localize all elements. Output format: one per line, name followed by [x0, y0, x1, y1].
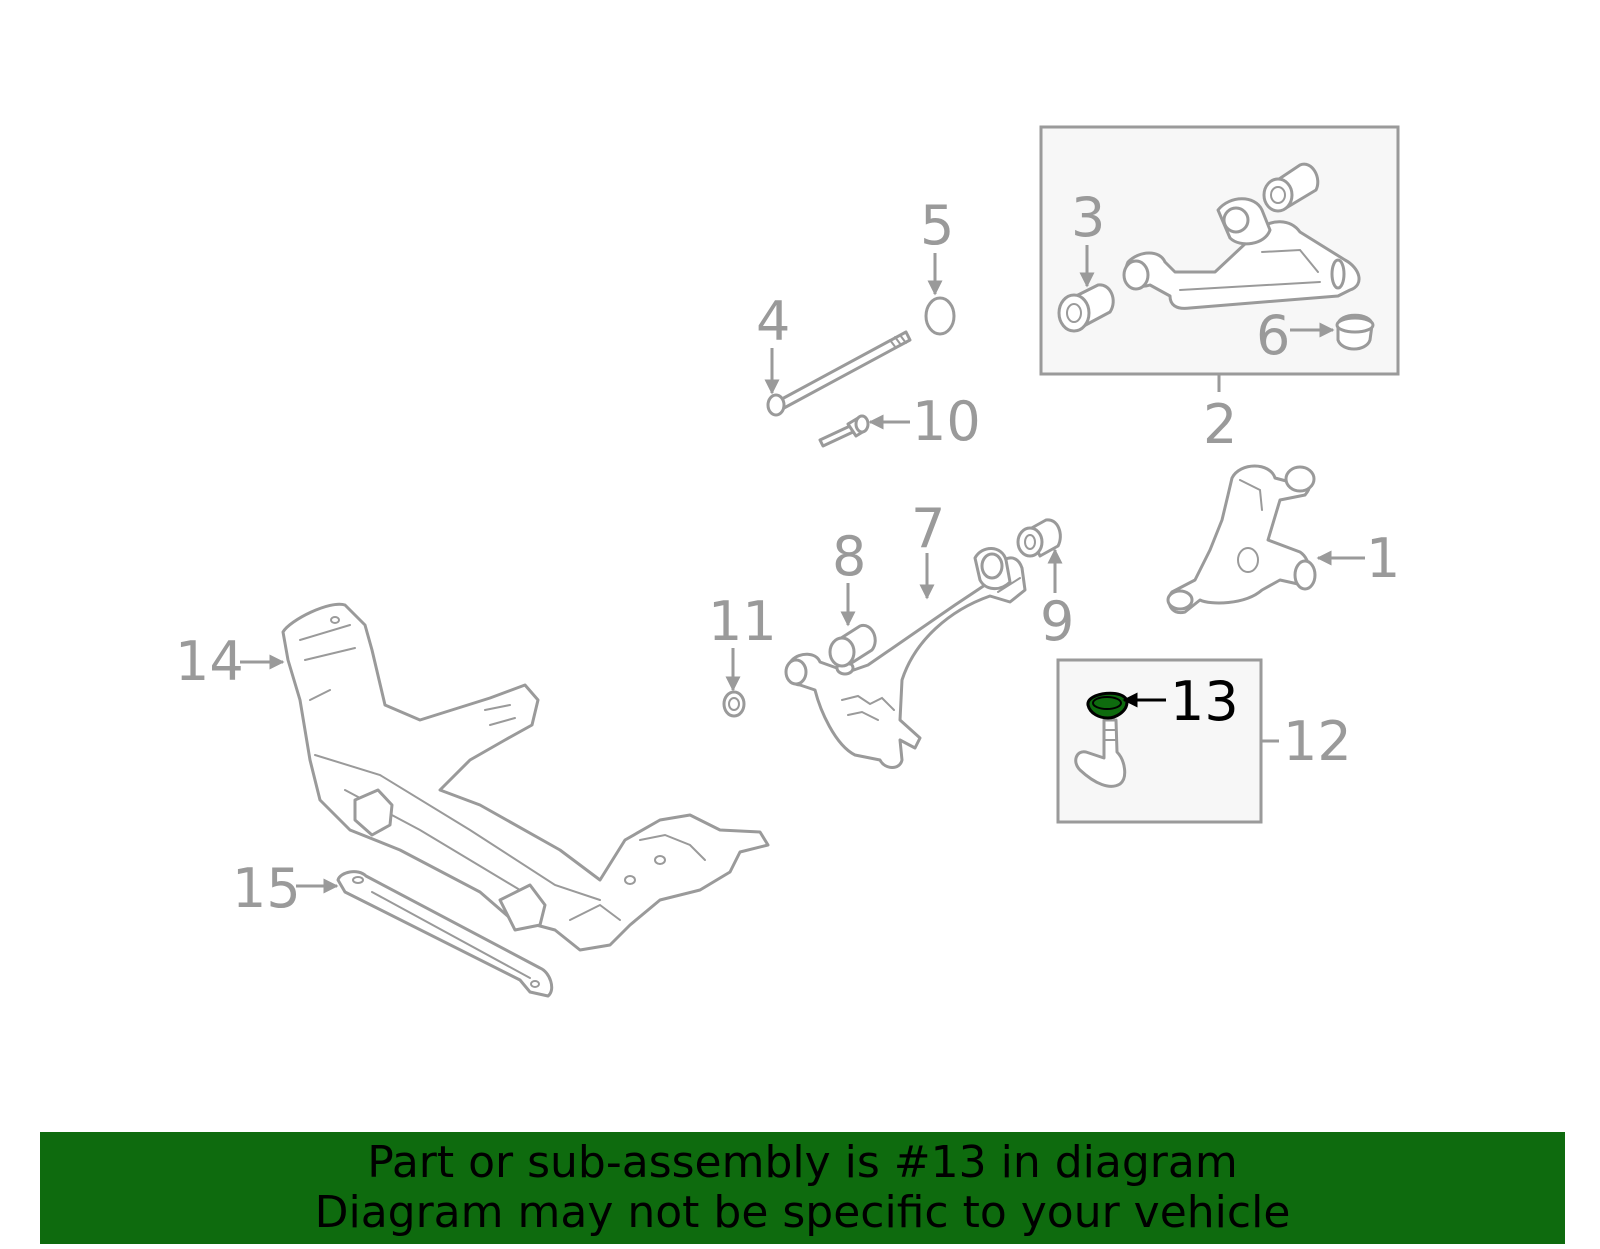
callout-4: 4	[756, 290, 790, 353]
steering-knuckle-1	[1166, 464, 1317, 615]
nut-11	[722, 690, 746, 718]
callout-8: 8	[832, 525, 866, 588]
crossmember-14	[281, 602, 770, 952]
callout-5: 5	[920, 194, 954, 257]
callout-7: 7	[911, 497, 945, 560]
banner-line-disclaimer: Diagram may not be specific to your vehi…	[314, 1187, 1291, 1238]
washer-5	[924, 296, 956, 336]
banner-line-part-number: Part or sub-assembly is #13 in diagram	[367, 1137, 1238, 1188]
bushing-9	[1016, 518, 1062, 558]
bolt-4	[766, 330, 912, 417]
callout-6: 6	[1256, 304, 1290, 367]
lower-control-arm-7	[784, 547, 1027, 769]
callout-15: 15	[232, 857, 301, 920]
upper-control-arm	[1122, 197, 1361, 310]
bushing-3	[1057, 283, 1115, 333]
callout-14: 14	[175, 630, 244, 693]
info-banner: Part or sub-assembly is #13 in diagram D…	[40, 1132, 1565, 1244]
callout-12: 12	[1283, 710, 1352, 773]
highlighted-part-13	[1086, 691, 1129, 720]
bushing-8	[828, 623, 877, 668]
ball-joint-stud	[1074, 718, 1127, 788]
brace-15	[336, 870, 554, 998]
parts-diagram: 1 2 3 4 5 6 7 8 9 10 11 12 13 14 15	[175, 125, 1400, 998]
callout-2: 2	[1203, 393, 1237, 456]
ball-joint-assembly-box	[1056, 658, 1263, 824]
bolt-10	[818, 414, 870, 448]
upper-arm-rear-bushing	[1262, 162, 1320, 213]
ball-joint-6	[1335, 313, 1375, 351]
callout-10: 10	[912, 390, 981, 453]
callout-9: 9	[1040, 590, 1074, 653]
callout-3: 3	[1071, 186, 1105, 249]
callout-1: 1	[1366, 527, 1400, 590]
callout-13: 13	[1170, 670, 1239, 733]
callout-11: 11	[708, 590, 777, 653]
